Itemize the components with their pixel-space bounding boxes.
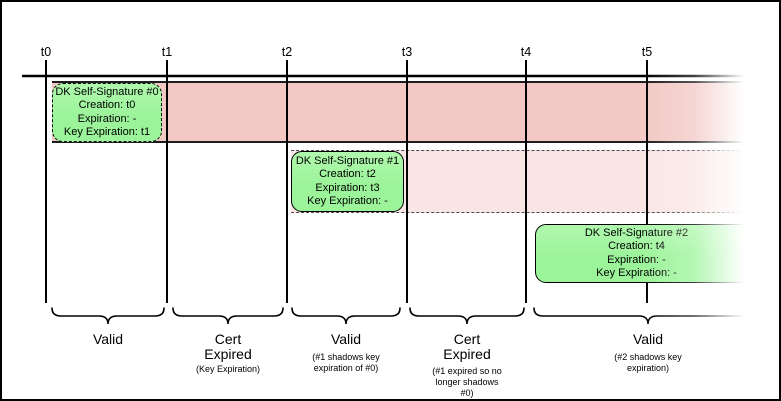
signature-expiration: Expiration: t3: [315, 181, 380, 194]
period-note: (Key Expiration): [195, 364, 261, 374]
tick-label-t4: t4: [520, 45, 532, 59]
period-label: Valid: [330, 331, 362, 347]
signature-box-0-text: DK Self-Signature #0 Creation: t0 Expira…: [53, 86, 161, 140]
tick-label-t1: t1: [161, 45, 173, 59]
signature-key-expiration: Key Expiration: -: [596, 267, 677, 279]
period-cert-expired-1: Cert Expired (Key Expiration): [168, 332, 288, 375]
tick-label-t3: t3: [401, 45, 413, 59]
period-cert-expired-3: Cert Expired (#1 expired so no longer sh…: [407, 332, 527, 399]
signature-key-expiration: Key Expiration: t1: [63, 126, 151, 138]
period-label: Cert Expired: [204, 331, 252, 362]
period-valid-4: Valid (#2 shadows key expiration): [588, 332, 708, 374]
signature-title: DK Self-Signature #1: [295, 154, 400, 167]
tick-label-t0: t0: [40, 45, 52, 59]
tick-label-t2: t2: [281, 45, 293, 59]
tick-label-t5: t5: [641, 45, 653, 59]
period-brace-4: [533, 307, 763, 325]
period-brace-3: [409, 307, 525, 325]
period-brace-0: [51, 307, 165, 325]
period-brace-1: [172, 307, 284, 325]
period-valid-2: Valid (#1 shadows key expiration of #0): [286, 332, 406, 374]
signature-title: DK Self-Signature #2: [584, 226, 689, 239]
period-label: Cert Expired: [443, 331, 491, 362]
signature-box-2: DK Self-Signature #2 Creation: t4 Expira…: [535, 224, 779, 283]
signature-box-2-text: DK Self-Signature #2 Creation: t4 Expira…: [536, 227, 779, 281]
period-brace-2: [291, 307, 401, 325]
signature-box-1-text: DK Self-Signature #1 Creation: t2 Expira…: [292, 155, 403, 209]
period-note: (#2 shadows key expiration): [614, 351, 682, 373]
signature-creation: Creation: t2: [319, 168, 376, 180]
signature-key-expiration: Key Expiration: -: [307, 195, 388, 207]
signature-creation: Creation: t4: [608, 240, 665, 252]
signature-box-0: DK Self-Signature #0 Creation: t0 Expira…: [52, 83, 162, 142]
period-note: (#1 expired so no longer shadows #0): [432, 366, 502, 398]
period-label: Valid: [632, 331, 664, 347]
signature-expiration: Expiration: -: [77, 112, 137, 125]
period-label: Valid: [92, 331, 124, 347]
period-valid-0: Valid: [48, 332, 168, 352]
signature-title: DK Self-Signature #0: [55, 85, 159, 98]
signature-expiration: Expiration: -: [607, 253, 666, 266]
signature-box-1: DK Self-Signature #1 Creation: t2 Expira…: [291, 151, 404, 212]
period-note: (#1 shadows key expiration of #0): [312, 351, 380, 373]
signature-creation: Creation: t0: [78, 99, 136, 111]
